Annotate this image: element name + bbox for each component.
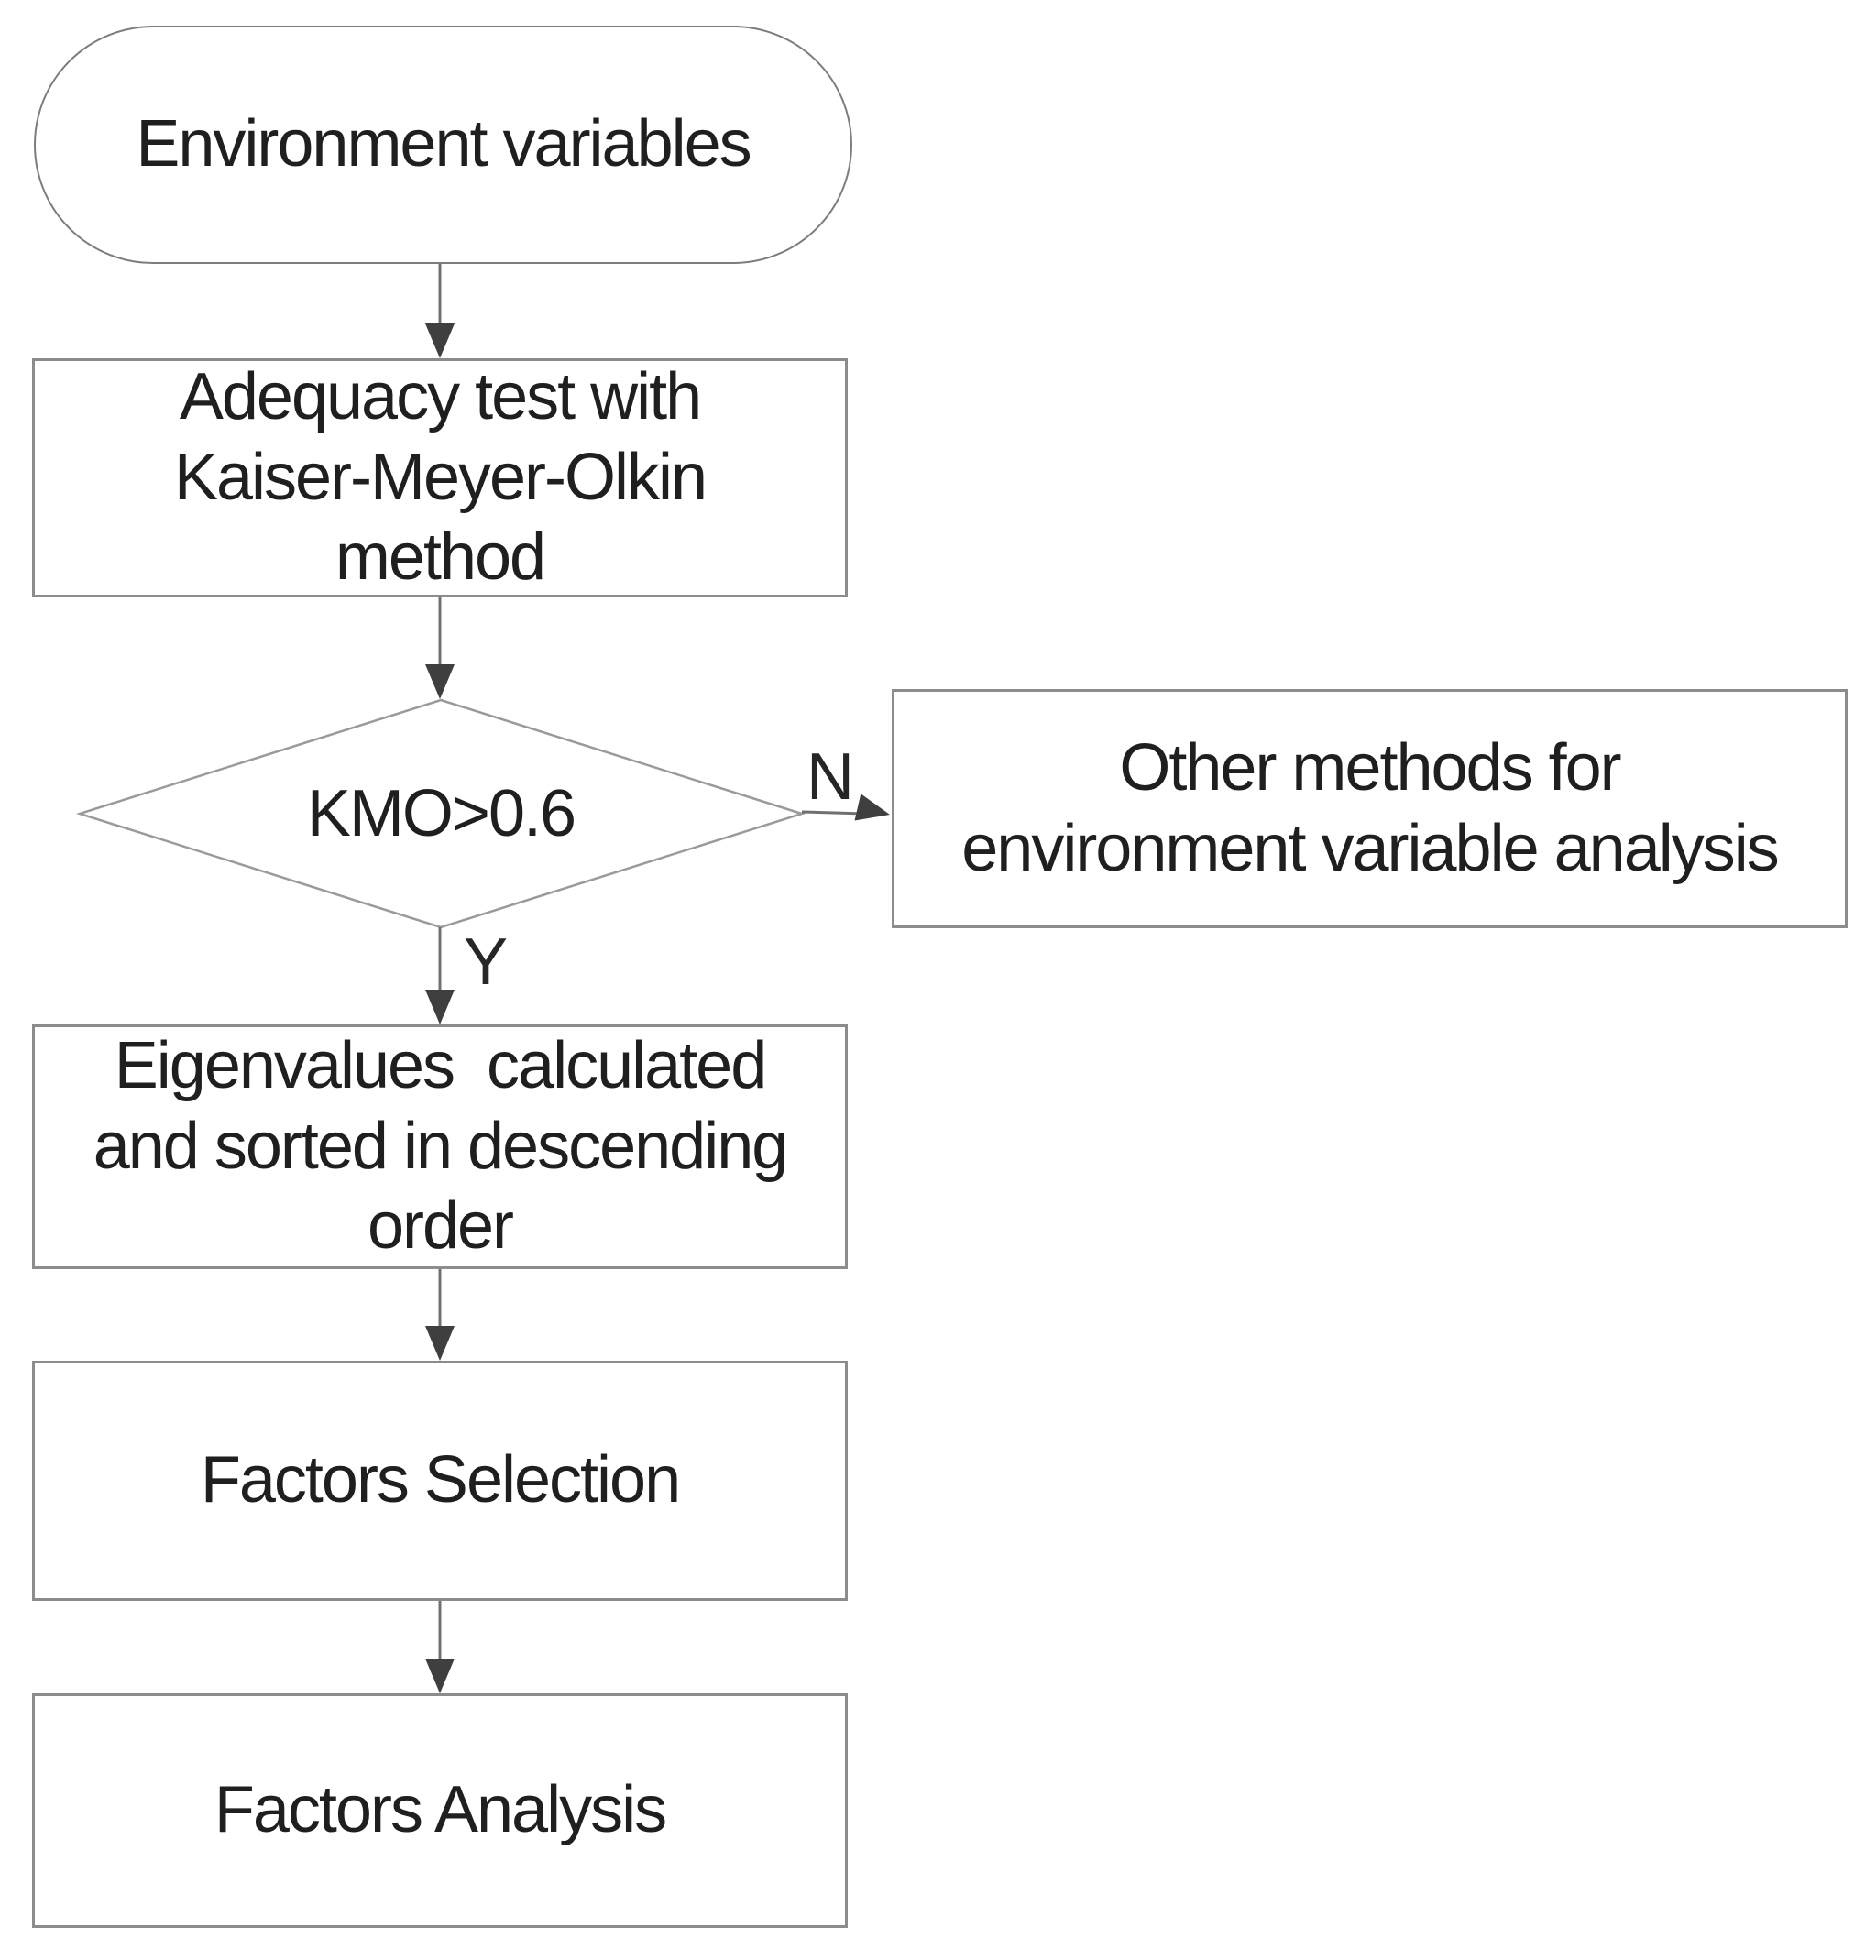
arrow-decision-to-other-methods (801, 794, 890, 821)
node-environment-variables: Environment variables (34, 26, 852, 264)
label-yes-branch: Y (464, 925, 508, 999)
arrow-start-to-adequacy (425, 264, 455, 358)
node-other-methods: Other methods for environment variable a… (892, 689, 1848, 928)
arrow-eigenvalues-to-selection (425, 1269, 455, 1361)
arrow-decision-to-eigenvalues (425, 927, 455, 1024)
node-factors-selection: Factors Selection (32, 1361, 848, 1601)
node-eigenvalues: Eigenvalues calculated and sorted in des… (32, 1024, 848, 1269)
label-no-branch: N (806, 740, 854, 814)
node-factors-analysis: Factors Analysis (32, 1693, 848, 1928)
node-adequacy-test: Adequacy test with Kaiser-Meyer-Olkin me… (32, 358, 848, 597)
arrow-selection-to-analysis (425, 1601, 455, 1693)
node-kmo-decision: KMO>0.6 (306, 777, 576, 850)
arrow-adequacy-to-decision (425, 597, 455, 699)
